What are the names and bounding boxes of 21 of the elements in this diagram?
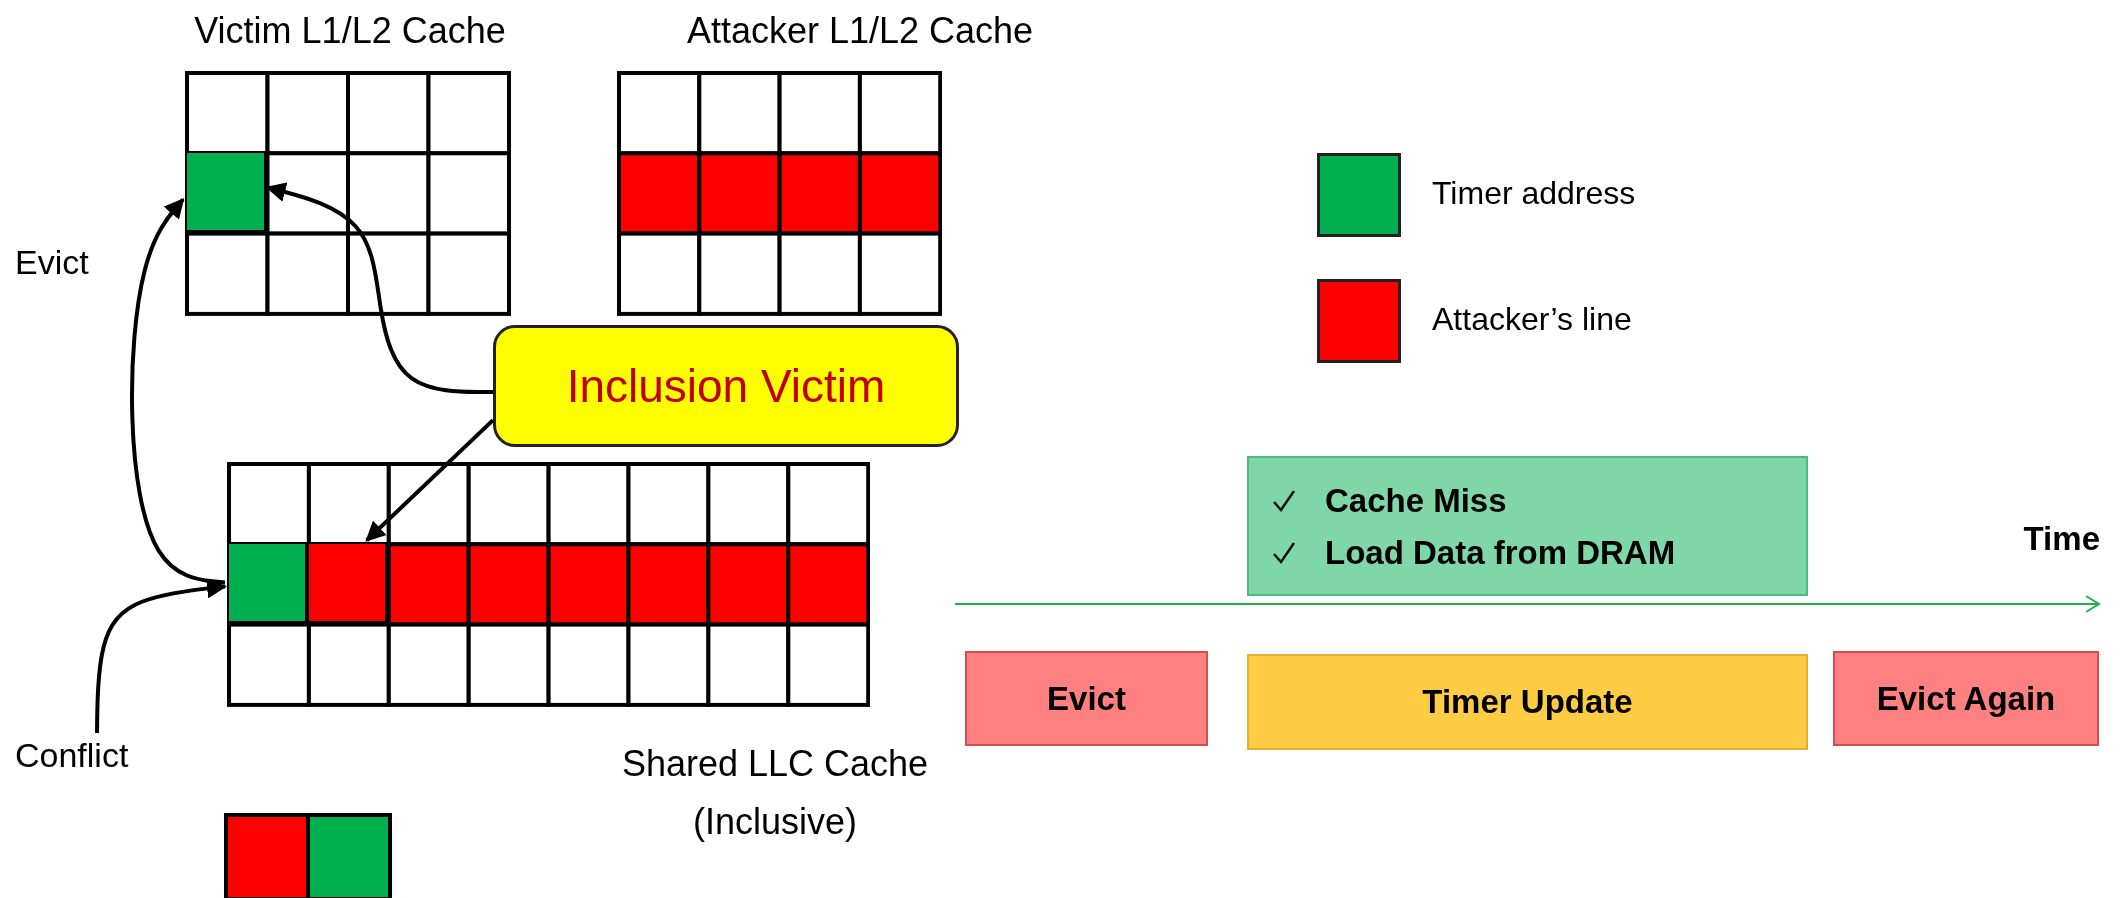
checklist-item: Load Data from DRAM (1325, 533, 1676, 573)
axis-label: Time (2022, 520, 2100, 558)
cache-line-cell (227, 542, 307, 623)
legend-text: Timer address (1432, 175, 1636, 212)
edge-label: Evict (15, 243, 89, 282)
legend-text: Attacker’s line (1432, 301, 1632, 338)
arrow (130, 197, 226, 585)
cache-line-cell (306, 542, 387, 623)
checklist-item: Cache Miss (1325, 481, 1507, 521)
note-box (1247, 456, 1808, 596)
arrow (95, 578, 227, 734)
cache-title: Shared LLC Cache (Inclusive) (620, 742, 930, 844)
arrow (365, 418, 495, 542)
timeline-block: Evict Again (1833, 651, 2099, 746)
annotation-text: Conflict (15, 733, 185, 777)
timeline-block: Timer Update (1247, 654, 1808, 750)
cache-title: Attacker L1/L2 Cache (685, 9, 1035, 53)
callout-box: Inclusion Victim (493, 325, 959, 447)
cache-title: Victim L1/L2 Cache (193, 9, 507, 53)
cache-line-cell (185, 151, 266, 232)
timeline-block: Evict (965, 651, 1208, 746)
